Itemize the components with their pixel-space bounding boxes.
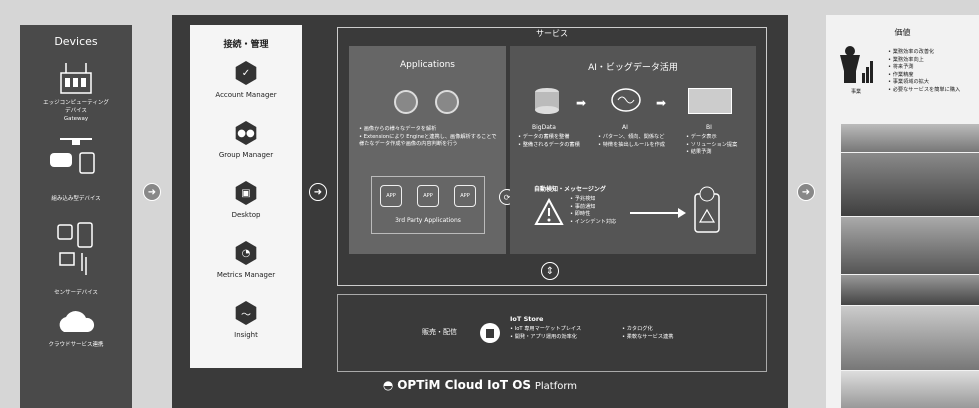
platform-footer: ◓ OPTiM Cloud IoT OS Platform xyxy=(172,378,788,392)
management-title: 接続・管理 xyxy=(223,40,269,50)
devices-panel: Devices エッジコンピューティング デバイス Gateway 組み込み型デ… xyxy=(20,25,132,408)
list-item: • 整備されるデータの蓄積 xyxy=(518,141,580,148)
list-item: • 作業精度 xyxy=(888,71,914,78)
list-item: • 業務効率の改善化 xyxy=(888,49,935,55)
arrow-right-icon: ➡ xyxy=(656,96,667,110)
list-item: • 開発・アプリ運用の効率化 xyxy=(510,333,577,340)
store-title: IoT Store xyxy=(510,315,544,323)
brand-suffix: Platform xyxy=(534,381,578,392)
list-item: • 結果予測 xyxy=(686,149,712,155)
gateway-label: エッジコンピューティング デバイス Gateway xyxy=(43,100,109,122)
optim-logo-icon: ◓ xyxy=(382,378,394,392)
app-icon: APP xyxy=(417,185,439,207)
arrow-right-icon: ➜ xyxy=(797,183,815,201)
user-label: 事業 xyxy=(850,89,861,95)
list-item: • データの蓄積を整備 xyxy=(518,134,570,140)
list-item: • 業務効率向上 xyxy=(888,56,924,63)
list-item: • ソリューション提案 xyxy=(686,141,738,148)
alert-bullets: • 予兆検知 • 事前通知 • 即時性 • インシデント対応 xyxy=(570,196,650,226)
family-photo xyxy=(841,306,979,370)
value-title: 価値 xyxy=(894,28,911,37)
value-bullets: • 業務効率の改善化 • 業務効率向上 • 将来予測 • 作業精度 • 事業領域… xyxy=(888,49,978,94)
warning-icon xyxy=(534,198,564,225)
sync-vertical-icon: ⇕ xyxy=(541,262,559,280)
phone-alert-icon xyxy=(694,186,720,233)
group-manager-item: ●● Group Manager xyxy=(190,121,302,159)
applications-box: Applications • 画像からの様々なデータを解析 • Extensio… xyxy=(349,46,506,254)
list-item: • パターン、傾向、関係など xyxy=(598,134,665,140)
ai-label: AI xyxy=(622,124,628,131)
drone-glasses-icon xyxy=(50,138,95,174)
list-item: • データ表示 xyxy=(686,134,717,140)
factory-photo xyxy=(841,124,979,152)
service-title: サービス xyxy=(536,29,568,38)
gateway-icon xyxy=(60,63,92,94)
store-bullets-right: • カタログ化 • 柔軟なサービス連携 xyxy=(622,326,732,341)
ai-bullets: • パターン、傾向、関係など • 特徴を抽出しルールを作成 xyxy=(598,134,678,149)
sensor-icon xyxy=(57,222,93,275)
sensor-label: センサーデバイス xyxy=(54,290,98,296)
store-bullets-left: • IoT 専用マーケットプレイス • 開発・アプリ運用の効率化 xyxy=(510,326,620,341)
dashboard-icon xyxy=(688,88,732,114)
list-item: • カタログ化 xyxy=(622,326,653,332)
app-icon: APP xyxy=(454,185,476,207)
store-label: 販売・配信 xyxy=(422,328,457,336)
person-growth-icon xyxy=(840,46,873,83)
list-item: • 即時性 xyxy=(570,211,591,217)
list-item: • IoT 専用マーケットプレイス xyxy=(510,326,582,332)
chart-icon: ◔ xyxy=(235,241,257,265)
healthcare-photo xyxy=(841,371,979,408)
engine-icon xyxy=(394,90,418,114)
list-item: • 事前通知 xyxy=(570,203,596,210)
list-item: • 事業領域の拡大 xyxy=(888,79,930,85)
list-item: • 将来予測 xyxy=(888,64,914,70)
devices-title: Devices xyxy=(54,35,98,48)
desktop-icon: ▣ xyxy=(235,181,257,205)
management-panel: 接続・管理 ✓ Account Manager ●● Group Manager… xyxy=(190,25,302,368)
list-item: • 特徴を抽出しルールを作成 xyxy=(598,141,665,148)
bigdata-bullets: • データの蓄積を整備 • 整備されるデータの蓄積 xyxy=(518,134,598,149)
list-item: • インシデント対応 xyxy=(570,218,617,225)
farm-photo xyxy=(841,153,979,216)
account-manager-item: ✓ Account Manager xyxy=(190,61,302,99)
service-box: サービス xyxy=(337,27,767,286)
database-icon xyxy=(535,88,559,114)
pulse-icon: 〜 xyxy=(235,301,257,325)
ai-title: AI・ビッグデータ活用 xyxy=(588,63,678,73)
applications-bullets: • 画像からの様々なデータを解析 • Extensionにより Engineと連… xyxy=(359,126,499,149)
extension-icon xyxy=(435,90,459,114)
list-item: • Extensionにより Engineと連携し、画像解析することで様たなデー… xyxy=(359,133,497,148)
shopping-bag-icon xyxy=(480,323,500,343)
arrow-right-icon: ➜ xyxy=(143,183,161,201)
alert-title: 自動検知・メッセージング xyxy=(534,186,606,193)
fishing-photo xyxy=(841,217,979,274)
desktop-item: ▣ Desktop xyxy=(190,181,302,219)
third-party-label: 3rd Party Applications xyxy=(395,217,461,224)
brand-name: OPTiM Cloud IoT OS xyxy=(397,378,532,392)
arrow-right-icon: ➡ xyxy=(576,96,587,110)
bigdata-label: BigData xyxy=(532,124,556,131)
construction-photo xyxy=(841,275,979,305)
arrow-right-icon xyxy=(630,208,686,218)
bi-label: BI xyxy=(706,124,712,131)
list-item: • 予兆検知 xyxy=(570,196,596,202)
embedded-label: 組み込み型デバイス xyxy=(51,196,101,202)
list-item: • 柔軟なサービス連携 xyxy=(622,333,674,340)
applications-title: Applications xyxy=(400,60,455,70)
cloud-icon xyxy=(59,311,95,332)
brain-icon xyxy=(611,88,641,112)
bi-bullets: • データ表示 • ソリューション提案 • 結果予測 xyxy=(686,134,756,157)
third-party-box: APP APP APP 3rd Party Applications xyxy=(371,176,485,234)
insight-item: 〜 Insight xyxy=(190,301,302,339)
app-icon: APP xyxy=(380,185,402,207)
arrow-right-icon: ➜ xyxy=(309,183,327,201)
ai-bigdata-box: AI・ビッグデータ活用 ➡ ➡ BigData AI BI • データの蓄積を整… xyxy=(510,46,756,254)
list-item: • 必要なサービスを簡単に購入 xyxy=(888,86,961,93)
shield-icon: ✓ xyxy=(235,61,257,85)
iot-store-box: 販売・配信 IoT Store • IoT 専用マーケットプレイス • 開発・ア… xyxy=(337,294,767,372)
cloud-label: クラウドサービス連携 xyxy=(48,342,104,348)
group-icon: ●● xyxy=(235,121,257,145)
list-item: • 画像からの様々なデータを解析 xyxy=(359,126,437,132)
metrics-manager-item: ◔ Metrics Manager xyxy=(190,241,302,279)
